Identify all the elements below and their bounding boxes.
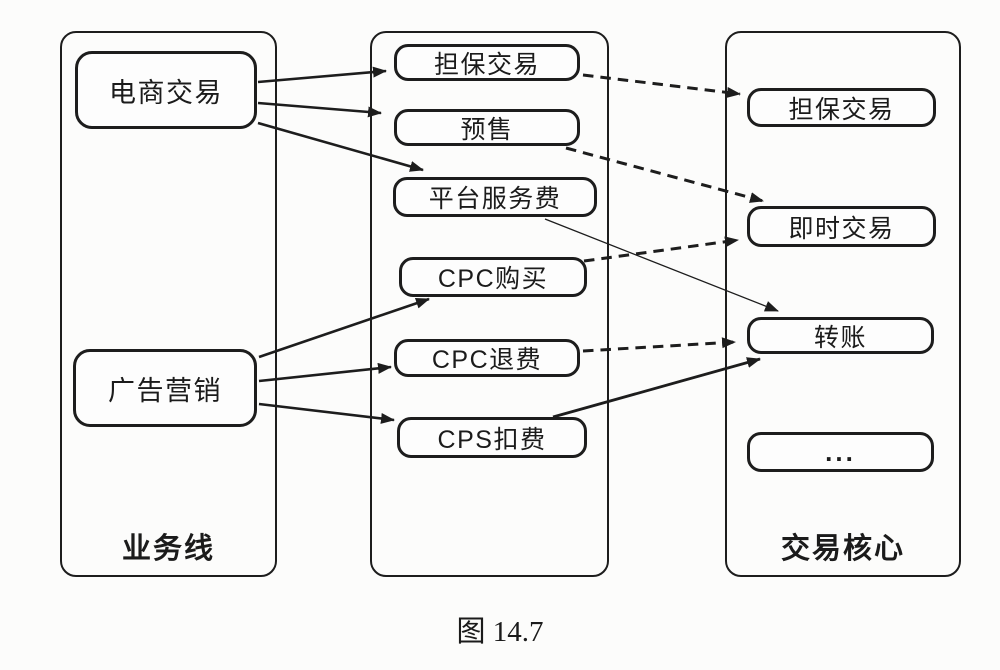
node-instant-trade: 即时交易 <box>747 206 936 247</box>
column-label-business-lines: 业务线 <box>121 533 215 565</box>
node-transfer-label: 转账 <box>813 323 867 352</box>
node-ad-marketing-label: 广告营销 <box>108 375 222 406</box>
node-guaranteed-trade-core-label: 担保交易 <box>788 95 895 124</box>
edge-ecommerce-to-guaranteed-mid <box>257 66 387 84</box>
figure-caption: 图 14.7 <box>456 616 544 648</box>
column-label-trade-core: 交易核心 <box>780 533 905 565</box>
node-platform-service-fee: 平台服务费 <box>393 177 597 217</box>
node-cps-deduction-label: CPS扣费 <box>437 425 547 454</box>
node-more: ... <box>747 432 934 472</box>
node-cpc-purchase-label: CPC购买 <box>437 265 549 293</box>
node-ecommerce-trade: 电商交易 <box>75 51 257 129</box>
node-guaranteed-trade-core: 担保交易 <box>747 88 936 127</box>
node-presale-label: 预售 <box>460 115 514 144</box>
node-cps-deduction: CPS扣费 <box>397 417 587 458</box>
node-ad-marketing: 广告营销 <box>73 349 257 427</box>
node-guaranteed-trade-mid-label: 担保交易 <box>433 50 540 79</box>
column-trade-products: 担保交易 预售 平台服务费 CPC购买 CPC退费 CPS扣费 <box>370 31 609 577</box>
node-presale: 预售 <box>394 109 580 146</box>
node-more-label: ... <box>825 437 856 467</box>
node-transfer: 转账 <box>747 317 934 354</box>
node-guaranteed-trade-mid: 担保交易 <box>394 44 580 81</box>
column-business-lines: 电商交易 广告营销 业务线 <box>60 31 277 577</box>
node-cpc-refund-label: CPC退费 <box>431 346 543 374</box>
node-platform-service-fee-label: 平台服务费 <box>428 185 562 213</box>
node-cpc-purchase: CPC购买 <box>399 257 587 297</box>
node-instant-trade-label: 即时交易 <box>788 214 895 243</box>
node-cpc-refund: CPC退费 <box>394 339 580 377</box>
node-ecommerce-trade-label: 电商交易 <box>109 77 223 108</box>
column-trade-core: 担保交易 即时交易 转账 ... 交易核心 <box>725 31 961 577</box>
